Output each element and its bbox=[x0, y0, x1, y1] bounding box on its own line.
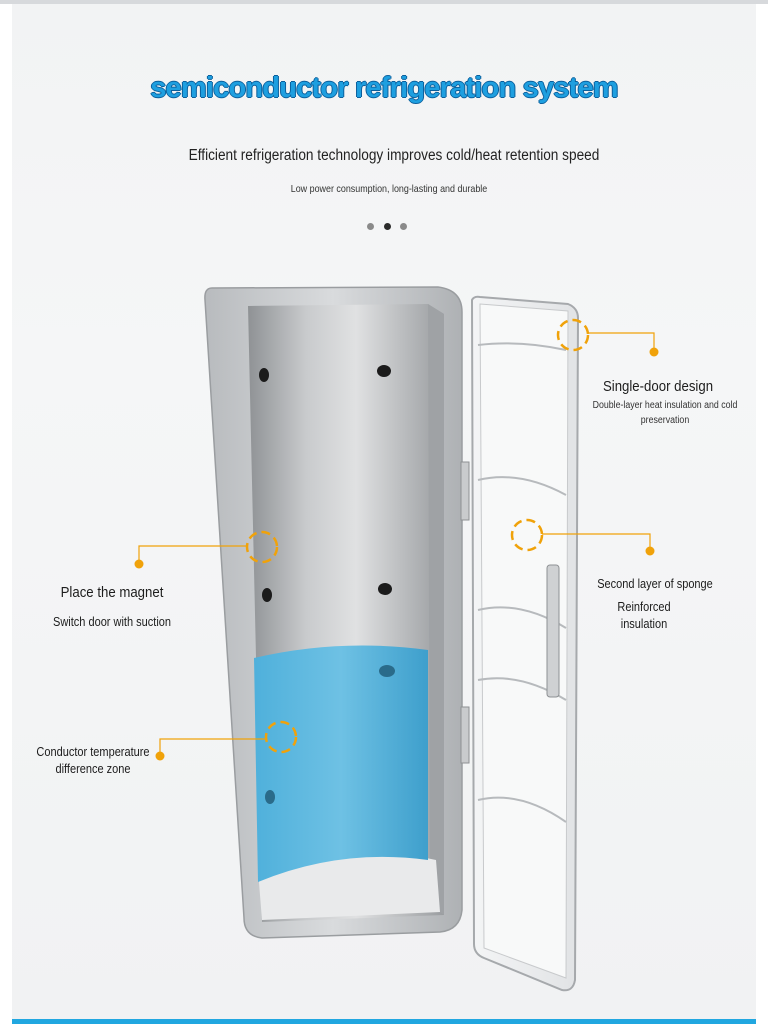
carousel-dots bbox=[367, 223, 411, 231]
carousel-dot[interactable] bbox=[400, 223, 407, 230]
magnet-title: Place the magnet bbox=[60, 584, 164, 601]
single-door-desc-line2: preservation bbox=[640, 415, 690, 426]
bottom-accent-bar bbox=[12, 1019, 756, 1024]
callout-endpoints bbox=[134, 347, 659, 761]
single-door-desc-line1: Double-layer heat insulation and cold bbox=[592, 400, 738, 411]
conductor-zone bbox=[254, 645, 428, 882]
page-title: semiconductor refrigeration system bbox=[150, 72, 618, 104]
hinge-bottom bbox=[460, 706, 470, 764]
callout-leaders bbox=[138, 332, 655, 756]
hinge-top bbox=[460, 461, 470, 521]
sponge-desc-line2: insulation bbox=[620, 617, 668, 631]
top-border bbox=[0, 0, 768, 4]
callout-markers bbox=[245, 318, 590, 754]
fridge-door[interactable] bbox=[470, 295, 580, 992]
single-door-title: Single-door design bbox=[602, 378, 714, 395]
door-handle[interactable] bbox=[546, 564, 560, 698]
tagline: Low power consumption, long-lasting and … bbox=[290, 183, 488, 195]
subtitle: Efficient refrigeration technology impro… bbox=[188, 147, 600, 164]
sponge-desc-line1: Reinforced bbox=[617, 600, 671, 614]
conductor-zone-label-line1: Conductor temperature bbox=[36, 745, 150, 759]
carousel-dot[interactable] bbox=[367, 223, 374, 230]
magnet-desc: Switch door with suction bbox=[52, 615, 172, 629]
carousel-dot-active[interactable] bbox=[384, 223, 391, 230]
conductor-zone-label-line2: difference zone bbox=[55, 762, 131, 776]
sponge-title: Second layer of sponge bbox=[597, 577, 713, 591]
